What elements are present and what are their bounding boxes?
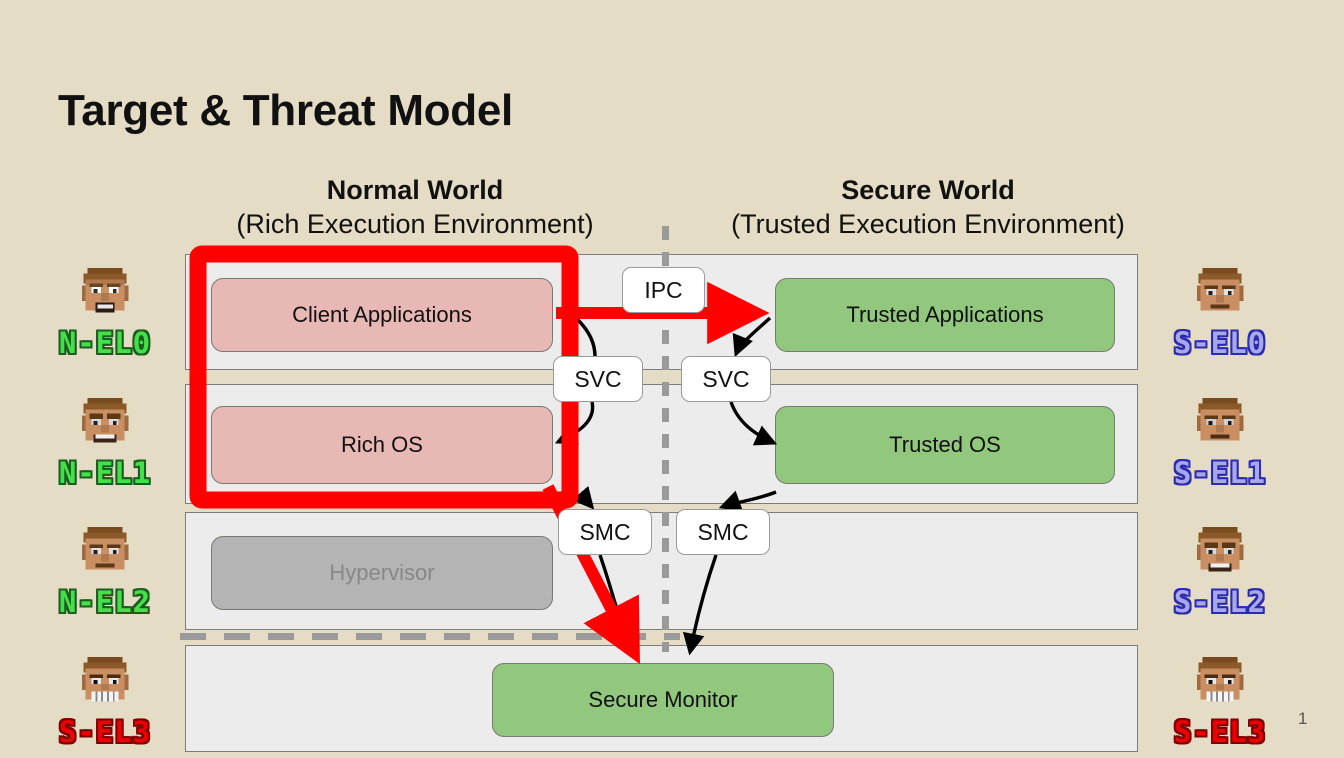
doom-face-icon bbox=[1196, 397, 1244, 441]
exception-level-label: N-EL2 bbox=[58, 585, 152, 619]
call-label-smc-secure-text: SMC bbox=[697, 518, 749, 545]
normal-world-heading: Normal World (Rich Execution Environment… bbox=[190, 173, 640, 241]
secure-world-title: Secure World bbox=[841, 175, 1015, 205]
box-rich-os-label: Rich OS bbox=[341, 432, 423, 457]
exception-level-label: S-EL3 bbox=[1173, 715, 1267, 749]
exception-level-label: N-EL0 bbox=[58, 326, 152, 360]
box-client-applications[interactable]: Client Applications bbox=[211, 278, 553, 352]
exception-level-marker-n-el0: N-EL0 bbox=[25, 262, 185, 359]
world-divider-horizontal bbox=[180, 633, 680, 640]
exception-level-marker-n-el2: N-EL2 bbox=[25, 521, 185, 618]
box-secure-monitor-label: Secure Monitor bbox=[588, 687, 738, 712]
box-trusted-os[interactable]: Trusted OS bbox=[775, 406, 1115, 484]
exception-level-label: N-EL1 bbox=[58, 456, 152, 490]
call-label-svc-secure-text: SVC bbox=[702, 365, 750, 392]
call-label-svc-secure: SVC bbox=[681, 356, 771, 402]
exception-level-marker-s-el2: S-EL2 bbox=[1140, 521, 1300, 618]
page-title: Target & Threat Model bbox=[58, 86, 513, 135]
world-divider-vertical bbox=[662, 226, 669, 652]
box-hypervisor-label: Hypervisor bbox=[329, 560, 435, 585]
box-client-applications-label: Client Applications bbox=[292, 302, 472, 327]
exception-level-label: S-EL3 bbox=[58, 715, 152, 749]
exception-level-label: S-EL1 bbox=[1173, 456, 1267, 490]
box-hypervisor[interactable]: Hypervisor bbox=[211, 536, 553, 610]
box-secure-monitor[interactable]: Secure Monitor bbox=[492, 663, 834, 737]
exception-level-label: S-EL0 bbox=[1173, 326, 1267, 360]
normal-world-subtitle: (Rich Execution Environment) bbox=[236, 209, 594, 239]
doom-face-icon bbox=[1196, 656, 1244, 702]
call-label-ipc: IPC bbox=[622, 267, 705, 313]
doom-face-icon bbox=[81, 397, 129, 443]
box-trusted-applications-label: Trusted Applications bbox=[846, 302, 1044, 327]
doom-face-icon bbox=[81, 267, 129, 313]
secure-world-subtitle: (Trusted Execution Environment) bbox=[731, 209, 1125, 239]
call-label-ipc-text: IPC bbox=[644, 276, 683, 303]
exception-level-marker-n-el1: N-EL1 bbox=[25, 392, 185, 489]
doom-face-icon bbox=[1196, 526, 1244, 572]
exception-level-marker-s-el0: S-EL0 bbox=[1140, 262, 1300, 359]
normal-world-title: Normal World bbox=[326, 175, 504, 205]
secure-world-heading: Secure World (Trusted Execution Environm… bbox=[683, 173, 1173, 241]
box-trusted-applications[interactable]: Trusted Applications bbox=[775, 278, 1115, 352]
doom-face-icon bbox=[81, 526, 129, 570]
exception-level-marker-s-el3-left: S-EL3 bbox=[25, 651, 185, 748]
call-label-smc-secure: SMC bbox=[676, 509, 770, 555]
page-number: 1 bbox=[1298, 709, 1308, 728]
box-rich-os[interactable]: Rich OS bbox=[211, 406, 553, 484]
doom-face-icon bbox=[1196, 267, 1244, 311]
call-label-smc-normal: SMC bbox=[558, 509, 652, 555]
box-trusted-os-label: Trusted OS bbox=[889, 432, 1001, 457]
doom-face-icon bbox=[81, 656, 129, 702]
exception-level-marker-s-el1: S-EL1 bbox=[1140, 392, 1300, 489]
call-label-svc-normal: SVC bbox=[553, 356, 643, 402]
call-label-svc-normal-text: SVC bbox=[574, 365, 622, 392]
call-label-smc-normal-text: SMC bbox=[579, 518, 631, 545]
exception-level-label: S-EL2 bbox=[1173, 585, 1267, 619]
exception-level-marker-s-el3-right: S-EL3 bbox=[1140, 651, 1300, 748]
